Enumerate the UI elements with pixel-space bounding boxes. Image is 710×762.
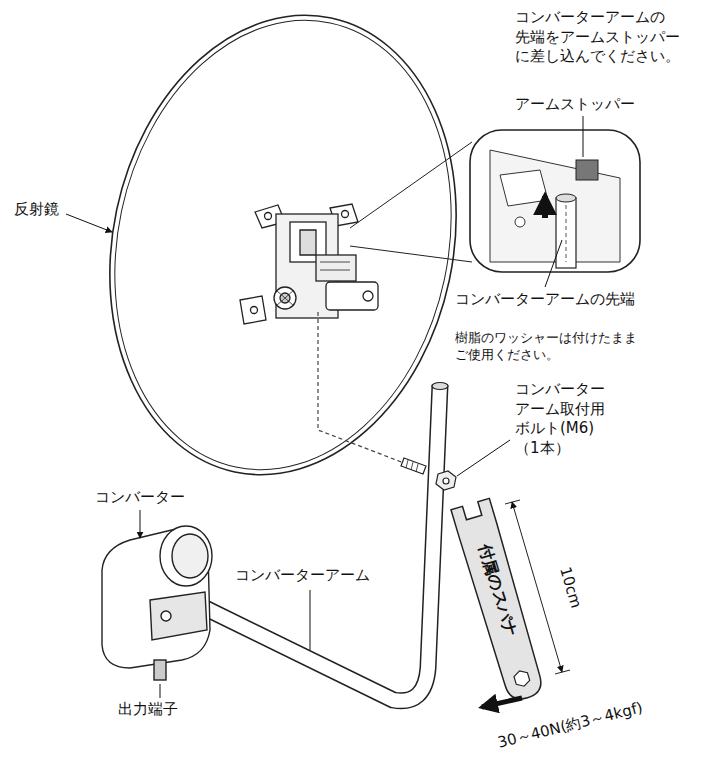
detail-callout-part xyxy=(500,170,548,206)
arm-bolt xyxy=(401,458,456,490)
spanner-tool-part xyxy=(451,498,547,703)
part-label: コンバーターアーム xyxy=(235,566,370,586)
leader-lines-part xyxy=(66,214,112,232)
lnb-converter-part xyxy=(160,526,212,586)
converter-arm-part xyxy=(205,385,440,701)
lnb-converter xyxy=(102,526,212,680)
leader-lines xyxy=(66,116,583,698)
converter-arm-part xyxy=(432,383,448,390)
mount-bracket-part xyxy=(251,307,258,314)
converter-arm-part xyxy=(205,385,440,701)
mount-bracket-part xyxy=(240,296,266,324)
leader-lines-part xyxy=(457,440,510,476)
leader-lines-part xyxy=(545,240,562,287)
dimension-label: 10cm xyxy=(555,565,586,611)
mount-bracket-part xyxy=(276,290,294,306)
lnb-converter-part xyxy=(150,592,207,640)
detail-callout-part xyxy=(556,194,576,202)
detail-callout-part xyxy=(576,160,598,180)
detail-callout-part xyxy=(470,130,640,272)
mount-bracket-part xyxy=(300,230,316,255)
lnb-converter-part xyxy=(161,611,171,621)
mount-bracket-part xyxy=(320,262,350,270)
mount-bracket-part xyxy=(342,211,349,218)
detail-callout-part xyxy=(515,217,525,227)
mount-bracket-part xyxy=(363,291,373,301)
force-label: 30～40N(約3～4kgf) xyxy=(496,699,645,754)
assembly-line xyxy=(318,312,404,463)
mount-bracket-part xyxy=(316,255,356,281)
leader-lines-part xyxy=(160,684,161,698)
leader-lines-part xyxy=(583,116,584,157)
part-label: 出力端子 xyxy=(118,700,178,720)
spanner-tool xyxy=(451,498,547,703)
part-label: アームストッパー xyxy=(515,95,635,115)
mount-bracket xyxy=(240,204,378,324)
part-label: 反射鏡 xyxy=(14,200,59,220)
converter-arm xyxy=(205,383,448,701)
arm-bolt-part xyxy=(401,458,426,474)
part-label: コンバーターアームの先端 xyxy=(455,290,635,310)
note-text: 樹脂のワッシャーは付けたまま ご使用ください。 xyxy=(455,330,670,364)
mount-bracket-part xyxy=(326,282,378,310)
detail-callout-part xyxy=(542,196,548,218)
arm-bolt-part xyxy=(406,460,418,472)
part-label: コンバーター アーム取付用 ボルト(M6) （1本） xyxy=(515,380,635,458)
lnb-converter-part xyxy=(154,660,166,680)
detail-callout-part xyxy=(556,198,576,268)
reflector-dish-part xyxy=(74,0,491,501)
part-label: コンバーター xyxy=(95,488,185,508)
arm-bolt-part xyxy=(443,478,449,484)
detail-callout xyxy=(350,130,640,272)
leader-lines-part xyxy=(140,510,141,538)
detail-callout-part xyxy=(566,205,567,262)
instruction-note: コンバーターアームの 先端をアームストッパー に差し込んでください。 xyxy=(515,8,700,67)
lnb-converter-part xyxy=(102,528,210,668)
spanner-tool-part xyxy=(513,669,531,688)
leader-lines-part xyxy=(310,590,311,650)
mount-bracket-part xyxy=(274,287,296,309)
dimension-line-part xyxy=(512,502,562,672)
detail-callout-part xyxy=(350,142,472,262)
lnb-converter-part xyxy=(172,534,208,578)
mount-bracket-part xyxy=(265,213,272,220)
detail-callout-part xyxy=(490,150,620,262)
arm-bolt-part xyxy=(436,471,456,490)
tool-label: 付属のスパナ xyxy=(473,541,520,639)
force-arrow xyxy=(482,698,522,707)
